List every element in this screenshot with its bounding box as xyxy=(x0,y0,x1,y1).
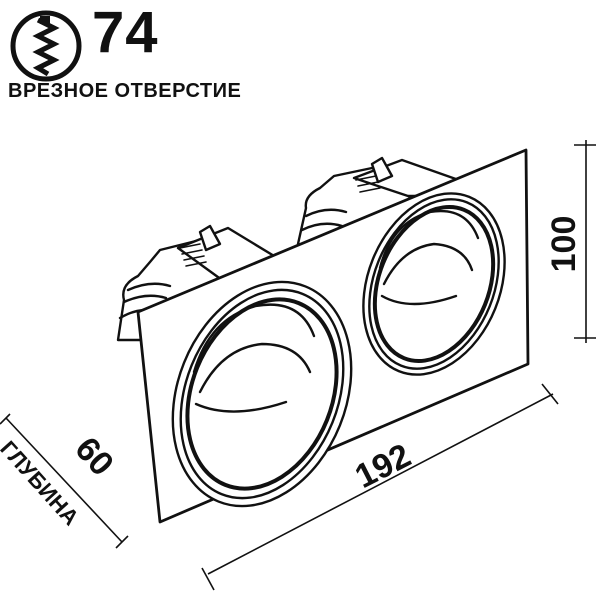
fixture-body xyxy=(116,148,530,524)
cutout-diameter-value: 74 xyxy=(92,0,159,65)
depth-label: ГЛУБИНА xyxy=(0,436,84,530)
drill-cutout-icon xyxy=(10,10,82,82)
depth-dimension xyxy=(0,413,129,549)
width-value: 192 xyxy=(349,436,417,496)
height-dimension xyxy=(574,140,596,343)
width-dimension xyxy=(201,383,559,591)
cutout-label: ВРЕЗНОЕ ОТВЕРСТИЕ xyxy=(8,80,242,102)
depth-value: 60 xyxy=(67,430,121,484)
height-value: 100 xyxy=(545,216,583,273)
